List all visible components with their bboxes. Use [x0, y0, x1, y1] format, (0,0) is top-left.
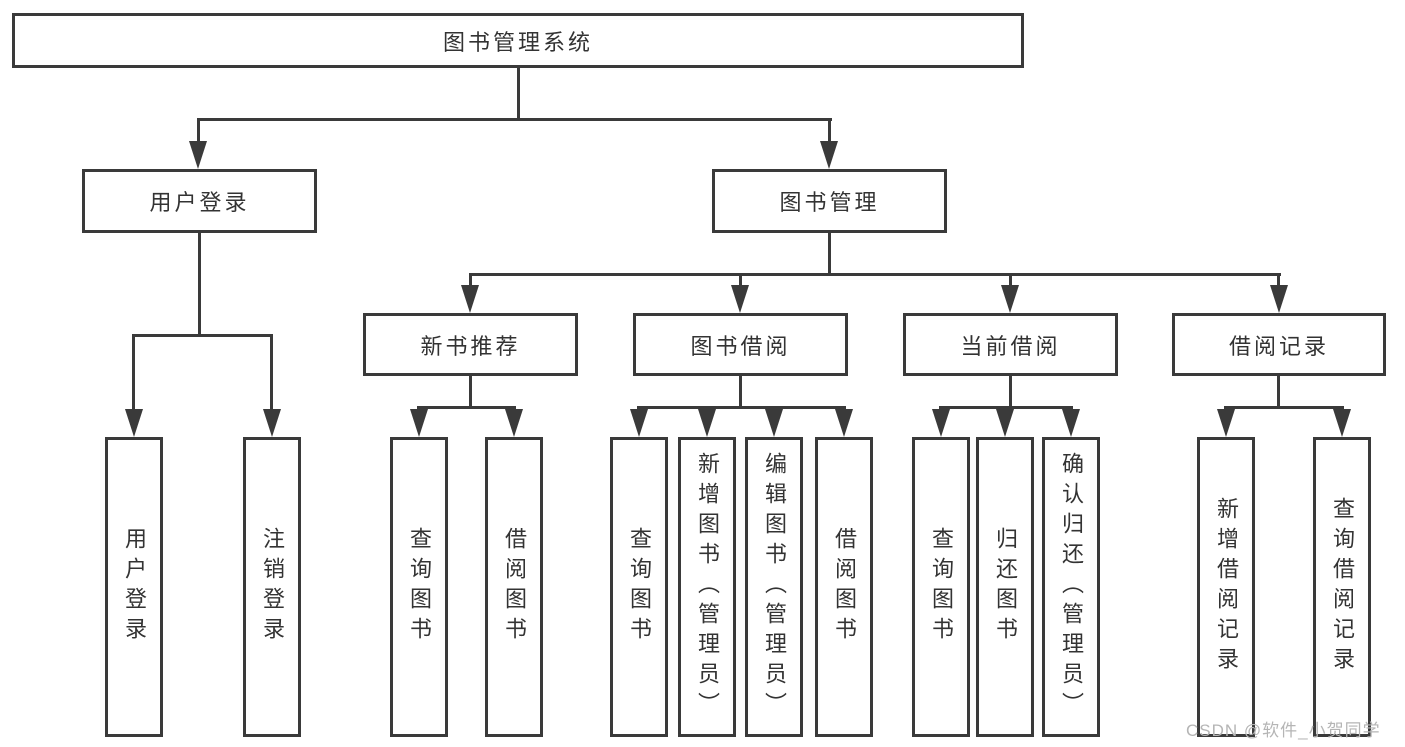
leaf-user-login-label: 用户登录: [122, 527, 147, 647]
leaf-cur-return-books-label: 归还图书: [993, 527, 1018, 647]
node-book-borrowing-label: 图书借阅: [690, 333, 791, 359]
arrowhead-down: [1270, 285, 1288, 313]
arrowhead-down: [410, 409, 428, 437]
node-new-book-recommend-label: 新书推荐: [420, 333, 521, 359]
leaf-bor-add-books-admin-label: 新增图书（管理员）: [695, 452, 720, 722]
connector-segment: [198, 233, 201, 337]
leaf-cur-return-books: 归还图书: [976, 437, 1034, 737]
arrowhead-down: [765, 409, 783, 437]
node-user-login-branch: 用户登录: [82, 169, 317, 233]
connector-segment: [197, 118, 200, 150]
leaf-bor-edit-books-admin: 编辑图书（管理员）: [745, 437, 803, 737]
arrowhead-down: [1062, 409, 1080, 437]
connector-segment: [132, 334, 273, 337]
leaf-logout-label: 注销登录: [260, 527, 285, 647]
arrowhead-down: [125, 409, 143, 437]
connector-segment: [417, 406, 516, 409]
connector-segment: [1277, 273, 1280, 289]
connector-segment: [828, 118, 831, 150]
leaf-bor-borrow-books: 借阅图书: [815, 437, 873, 737]
leaf-rec-query-books: 查询图书: [390, 437, 448, 737]
arrowhead-down: [996, 409, 1014, 437]
node-root: 图书管理系统: [12, 13, 1024, 68]
leaf-rec-query-books-label: 查询图书: [407, 527, 432, 647]
csdn-watermark: CSDN @软件_小贺同学: [1186, 721, 1381, 740]
leaf-user-login: 用户登录: [105, 437, 163, 737]
connector-segment: [517, 68, 520, 120]
arrowhead-down: [263, 409, 281, 437]
leaf-cur-confirm-return-admin-label: 确认归还（管理员）: [1059, 452, 1084, 722]
arrowhead-down: [630, 409, 648, 437]
leaf-cur-query-books: 查询图书: [912, 437, 970, 737]
leaf-bor-edit-books-admin-label: 编辑图书（管理员）: [762, 452, 787, 722]
arrowhead-down: [1333, 409, 1351, 437]
connector-segment: [1009, 273, 1012, 289]
leaf-rec-borrow-books: 借阅图书: [485, 437, 543, 737]
connector-segment: [1009, 376, 1012, 408]
leaf-rc-add-record-label: 新增借阅记录: [1214, 497, 1239, 677]
leaf-rc-query-record: 查询借阅记录: [1313, 437, 1371, 737]
connector-segment: [1277, 376, 1280, 408]
connector-segment: [939, 406, 1073, 409]
node-book-management-branch: 图书管理: [712, 169, 947, 233]
leaf-rc-add-record: 新增借阅记录: [1197, 437, 1255, 737]
connector-segment: [270, 334, 273, 412]
connector-segment: [197, 118, 832, 121]
node-user-login-branch-label: 用户登录: [149, 190, 250, 215]
connector-segment: [828, 233, 831, 275]
arrowhead-down: [698, 409, 716, 437]
leaf-bor-add-books-admin: 新增图书（管理员）: [678, 437, 736, 737]
leaf-rc-query-record-label: 查询借阅记录: [1330, 497, 1355, 677]
connector-segment: [469, 273, 472, 289]
arrowhead-down: [189, 141, 207, 169]
arrowhead-down: [505, 409, 523, 437]
node-borrowing-records-label: 借阅记录: [1228, 333, 1329, 359]
leaf-bor-query-books: 查询图书: [610, 437, 668, 737]
leaf-bor-borrow-books-label: 借阅图书: [832, 527, 857, 647]
arrowhead-down: [1001, 285, 1019, 313]
connector-segment: [637, 406, 846, 409]
connector-segment: [739, 273, 742, 289]
arrowhead-down: [1217, 409, 1235, 437]
arrowhead-down: [731, 285, 749, 313]
connector-segment: [469, 273, 1281, 276]
leaf-bor-query-books-label: 查询图书: [627, 527, 652, 647]
node-current-borrowing-label: 当前借阅: [960, 333, 1061, 359]
connector-segment: [1224, 406, 1344, 409]
connector-segment: [739, 376, 742, 408]
leaf-logout: 注销登录: [243, 437, 301, 737]
connector-segment: [469, 376, 472, 408]
node-new-book-recommend: 新书推荐: [363, 313, 578, 376]
arrowhead-down: [461, 285, 479, 313]
node-root-label: 图书管理系统: [442, 29, 593, 55]
node-current-borrowing: 当前借阅: [903, 313, 1118, 376]
leaf-rec-borrow-books-label: 借阅图书: [502, 527, 527, 647]
connector-segment: [132, 334, 135, 412]
arrowhead-down: [932, 409, 950, 437]
node-borrowing-records: 借阅记录: [1172, 313, 1386, 376]
leaf-cur-query-books-label: 查询图书: [929, 527, 954, 647]
node-book-management-branch-label: 图书管理: [779, 190, 880, 215]
arrowhead-down: [835, 409, 853, 437]
arrowhead-down: [820, 141, 838, 169]
node-book-borrowing: 图书借阅: [633, 313, 848, 376]
leaf-cur-confirm-return-admin: 确认归还（管理员）: [1042, 437, 1100, 737]
